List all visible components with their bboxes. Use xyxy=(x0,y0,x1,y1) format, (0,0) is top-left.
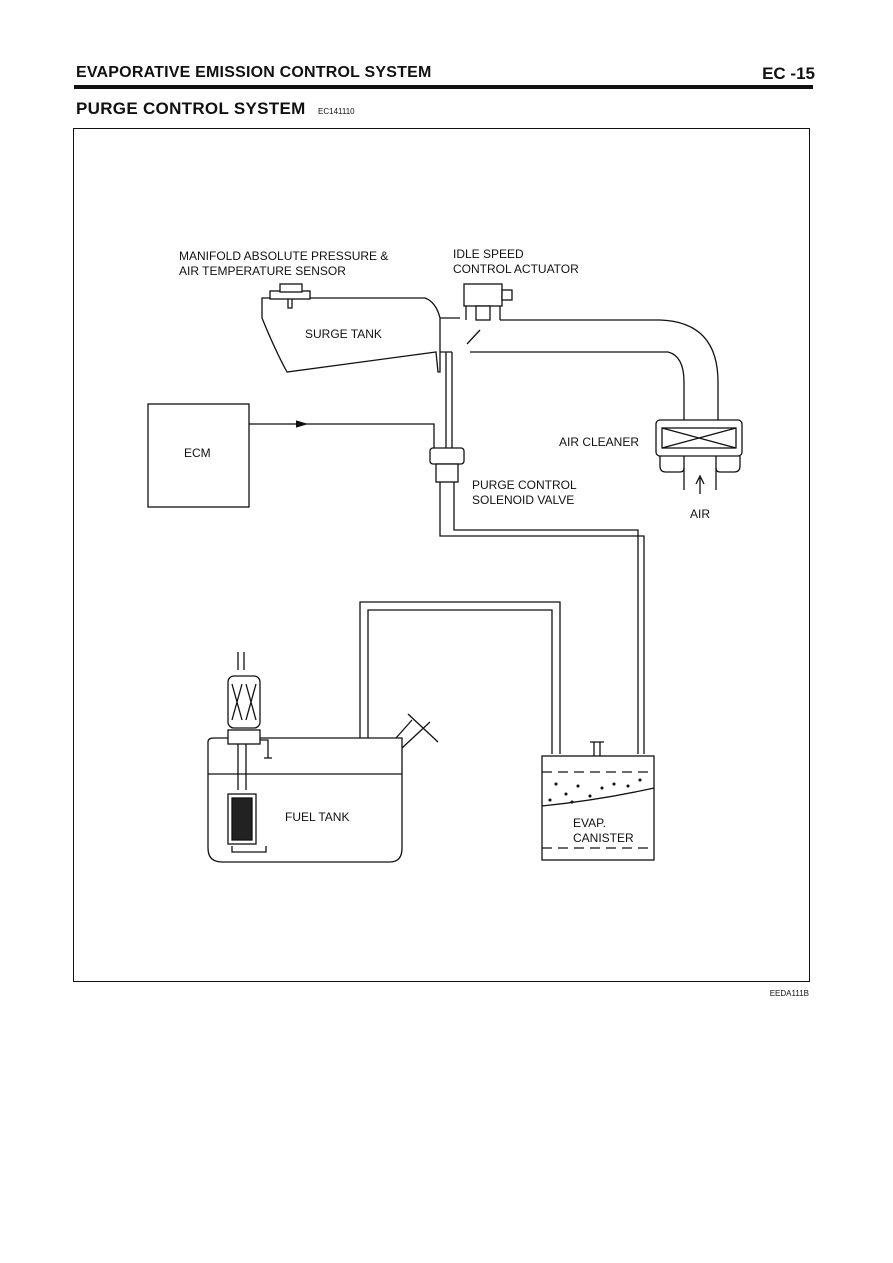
label-canister-line1: EVAP. xyxy=(573,816,606,831)
label-fuel-tank: FUEL TANK xyxy=(285,810,350,824)
label-map-sensor-line2: AIR TEMPERATURE SENSOR xyxy=(179,264,346,278)
ecm-signal-arrow xyxy=(295,420,309,428)
label-map-sensor-line1: MANIFOLD ABSOLUTE PRESSURE & xyxy=(179,249,389,263)
intake-neck xyxy=(440,317,460,353)
ecm-signal-wire xyxy=(249,423,435,448)
header-rule xyxy=(74,85,813,89)
label-ecm: ECM xyxy=(184,446,211,460)
section-title: PURGE CONTROL SYSTEM xyxy=(76,99,306,118)
label-purge-line1: PURGE CONTROL xyxy=(472,478,577,492)
intake-duct-upper xyxy=(500,319,719,420)
air-arrow xyxy=(695,474,705,494)
throttle-valve xyxy=(466,329,481,345)
page-number: EC -15 xyxy=(762,64,815,83)
section-code: EC141110 xyxy=(318,107,355,116)
surge-tank xyxy=(261,297,441,373)
label-air-cleaner: AIR CLEANER xyxy=(559,435,640,449)
fuel-pump-assembly xyxy=(227,652,272,853)
vapor-line-inner xyxy=(367,609,553,754)
label-air: AIR xyxy=(690,507,711,521)
label-purge-line2: SOLENOID VALVE xyxy=(472,493,575,507)
map-sensor xyxy=(269,283,311,309)
isc-actuator xyxy=(463,283,513,321)
purge-solenoid-valve xyxy=(429,447,465,496)
figure-code: EEDA111B xyxy=(769,989,809,998)
filler-neck xyxy=(395,713,439,749)
header-title: EVAPORATIVE EMISSION CONTROL SYSTEM xyxy=(76,64,432,81)
ecm-box xyxy=(147,403,250,508)
vapor-line-outer xyxy=(359,601,561,754)
purge-line-inner xyxy=(453,496,639,754)
purge-line-outer xyxy=(439,496,645,754)
label-canister-line2: CANISTER xyxy=(573,831,634,846)
figure-frame xyxy=(73,128,810,982)
intake-duct-lower xyxy=(470,351,685,420)
label-surge-tank: SURGE TANK xyxy=(305,327,382,341)
label-isc-line1: IDLE SPEED xyxy=(453,247,524,261)
purge-hose-upper xyxy=(445,352,453,448)
air-cleaner xyxy=(655,419,743,490)
label-isc-line2: CONTROL ACTUATOR xyxy=(453,262,579,276)
